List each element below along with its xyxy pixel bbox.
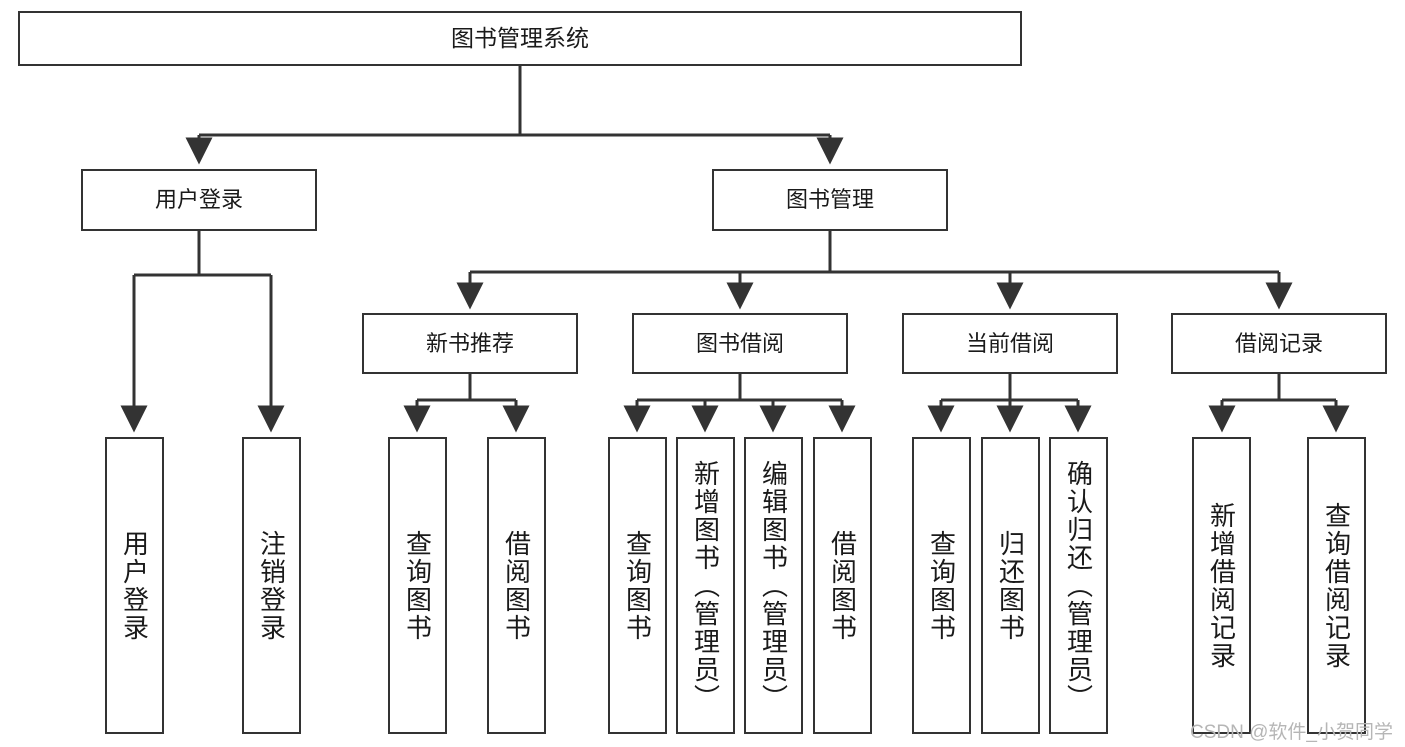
- node-label: 用户登录: [154, 187, 243, 213]
- node-current-borrow[interactable]: 当前借阅: [902, 313, 1118, 374]
- node-leaf-return-book[interactable]: 归还图书: [981, 437, 1040, 734]
- node-root-book-management-system[interactable]: 图书管理系统: [18, 11, 1022, 66]
- node-label: 新增图书（管理员）: [690, 459, 721, 712]
- node-label: 注销登录: [256, 529, 287, 642]
- node-leaf-edit-book[interactable]: 编辑图书（管理员）: [744, 437, 803, 734]
- node-label: 新书推荐: [425, 330, 514, 356]
- node-leaf-add-record[interactable]: 新增借阅记录: [1192, 437, 1251, 734]
- node-label: 查询借阅记录: [1321, 501, 1352, 670]
- node-book-management[interactable]: 图书管理: [712, 169, 948, 231]
- node-new-book-recommend[interactable]: 新书推荐: [362, 313, 578, 374]
- csdn-watermark: CSDN @软件_小贺同学: [1190, 722, 1393, 743]
- node-leaf-query-record[interactable]: 查询借阅记录: [1307, 437, 1366, 734]
- node-label: 查询图书: [402, 529, 433, 642]
- node-label: 编辑图书（管理员）: [758, 459, 789, 712]
- node-leaf-user-login[interactable]: 用户登录: [105, 437, 164, 734]
- node-label: 用户登录: [119, 529, 150, 642]
- node-leaf-query-book-1[interactable]: 查询图书: [388, 437, 447, 734]
- node-label: 当前借阅: [965, 330, 1054, 356]
- node-leaf-user-logout[interactable]: 注销登录: [242, 437, 301, 734]
- node-label: 确认归还（管理员）: [1063, 459, 1094, 712]
- node-label: 归还图书: [995, 529, 1026, 642]
- node-leaf-add-book[interactable]: 新增图书（管理员）: [676, 437, 735, 734]
- node-label: 借阅图书: [827, 529, 858, 642]
- node-label: 借阅图书: [501, 529, 532, 642]
- node-book-borrow[interactable]: 图书借阅: [632, 313, 848, 374]
- node-leaf-confirm-return[interactable]: 确认归还（管理员）: [1049, 437, 1108, 734]
- node-label: 新增借阅记录: [1206, 501, 1237, 670]
- node-borrow-record[interactable]: 借阅记录: [1171, 313, 1387, 374]
- node-label: 查询图书: [622, 529, 653, 642]
- node-label: 图书管理: [785, 187, 874, 213]
- node-label: 图书管理系统: [451, 24, 589, 51]
- node-leaf-borrow-book-2[interactable]: 借阅图书: [813, 437, 872, 734]
- node-leaf-query-book-3[interactable]: 查询图书: [912, 437, 971, 734]
- node-label: 图书借阅: [695, 330, 784, 356]
- node-user-login[interactable]: 用户登录: [81, 169, 317, 231]
- node-leaf-borrow-book-1[interactable]: 借阅图书: [487, 437, 546, 734]
- node-leaf-query-book-2[interactable]: 查询图书: [608, 437, 667, 734]
- node-label: 查询图书: [926, 529, 957, 642]
- node-label: 借阅记录: [1234, 330, 1323, 356]
